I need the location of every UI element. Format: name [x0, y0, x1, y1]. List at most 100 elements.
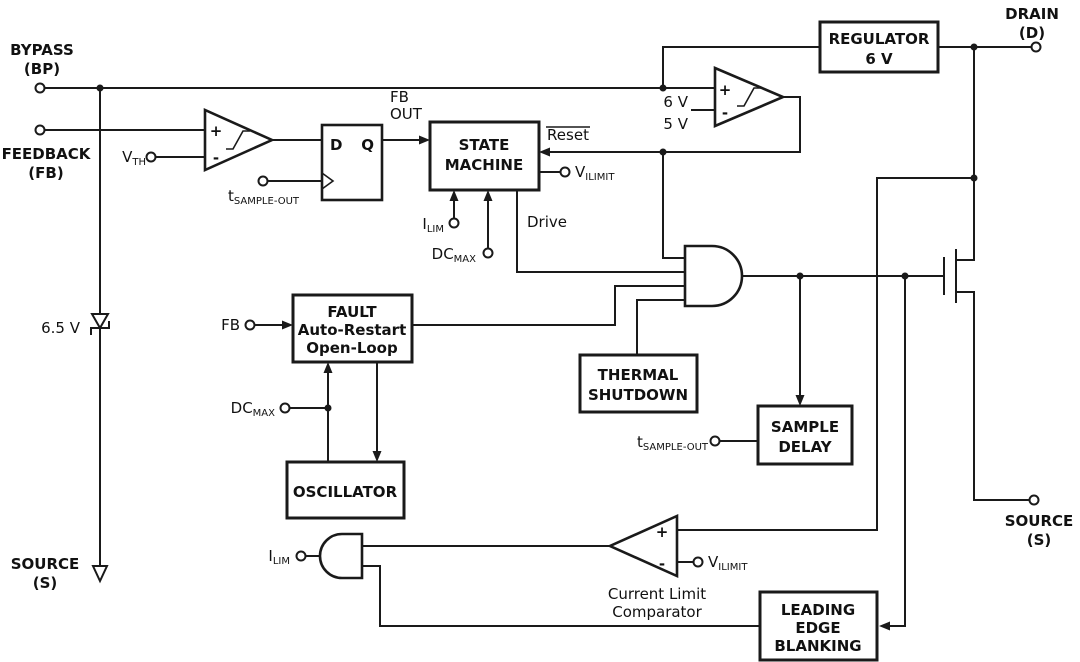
- fb-comp-minus: -: [213, 149, 219, 167]
- bypass-pin-label: (BP): [24, 60, 60, 78]
- dcmax-sub: MAX: [253, 408, 275, 419]
- clc-plus: +: [656, 523, 669, 541]
- vilimit-sub: ILIMIT: [585, 172, 615, 183]
- source-right-label: SOURCE: [1005, 512, 1074, 530]
- drain-label: DRAIN: [1005, 5, 1059, 23]
- dcmax-left-terminal: [279, 402, 291, 414]
- drain-pin-label: (D): [1019, 24, 1045, 42]
- feedback-terminal: [34, 124, 46, 136]
- dcmax-top-label: DCMAX: [432, 245, 477, 265]
- vilimit-top-label: VILIMIT: [575, 163, 615, 183]
- tsample-out-terminal: [709, 435, 721, 447]
- wire-leb-out-to-and: [361, 565, 761, 627]
- regulator-block: [818, 20, 940, 74]
- junction-dot: [796, 272, 804, 280]
- sample-delay-title-2: DELAY: [778, 438, 832, 456]
- wire-fault-to-and: [411, 285, 686, 326]
- fault-title-3: Open-Loop: [306, 339, 398, 357]
- feedback-pin-label: (FB): [28, 164, 63, 182]
- bypass-terminal: [34, 82, 46, 94]
- ilim-sm-terminal: [448, 217, 460, 229]
- thermal-shutdown-block: [578, 353, 699, 414]
- clock-wedge-icon: [321, 172, 335, 190]
- regulator-voltage: 6 V: [865, 50, 893, 68]
- source-right-pin-label: (S): [1027, 531, 1052, 549]
- dff-q-label: Q: [361, 136, 374, 154]
- fb-fault-label: FB: [221, 316, 240, 334]
- zener-diode-icon: [90, 313, 110, 331]
- arrow-reset: [539, 147, 550, 157]
- junction-dot: [96, 84, 104, 92]
- arrow-leb: [879, 621, 890, 631]
- oscillator-title: OSCILLATOR: [293, 483, 398, 501]
- fault-title-2: Auto-Restart: [298, 321, 407, 339]
- tsample-bottom-label: tSAMPLE-OUT: [637, 433, 709, 453]
- vilimit-base: V: [575, 163, 586, 181]
- tsample-base: t: [228, 187, 234, 205]
- fault-block: [291, 293, 414, 364]
- wire-drive-to-leb: [889, 275, 906, 627]
- reset-label: Reset: [547, 126, 589, 144]
- junction-dot: [659, 84, 667, 92]
- ilim-top-label: ILIM: [422, 215, 444, 235]
- vilimit-out-terminal: [559, 166, 571, 178]
- tsample-top-label: tSAMPLE-OUT: [228, 187, 300, 207]
- ilim-gate-terminal: [295, 550, 307, 562]
- source-arrow-icon: [91, 565, 109, 584]
- wire-regulator-to-bypass: [662, 46, 821, 89]
- ilim-bottom-label: ILIM: [268, 547, 290, 567]
- vilimit-sub: ILIMIT: [718, 562, 748, 573]
- state-machine-block: [428, 120, 541, 192]
- wire-drain-sense: [676, 177, 975, 531]
- arrow-fb-out: [419, 135, 430, 145]
- drive-label: Drive: [527, 213, 567, 231]
- wire-reset-branch-to-and: [662, 151, 686, 259]
- dcmax-base: DC: [432, 245, 454, 263]
- bp-comp-plus: +: [719, 81, 732, 99]
- vilimit-bottom-label: VILIMIT: [708, 553, 748, 573]
- ilim-sub: LIM: [427, 224, 444, 235]
- ilim-base: I: [268, 547, 272, 565]
- ilim-base: I: [422, 215, 426, 233]
- dff-d-label: D: [330, 136, 342, 154]
- fb-out-label-2: OUT: [390, 105, 423, 123]
- wires: [43, 46, 1032, 627]
- terminal-circles: [34, 41, 1042, 568]
- vth-terminal: [145, 151, 157, 163]
- clc-caption-1: Current Limit: [608, 585, 706, 603]
- thermal-title-2: SHUTDOWN: [588, 386, 688, 404]
- arrow-ilim: [449, 190, 459, 201]
- clc-minus: -: [659, 555, 665, 573]
- junction-dot: [970, 43, 978, 51]
- ilim-sub: LIM: [273, 556, 290, 567]
- fb-out-label-1: FB: [390, 88, 409, 106]
- bypass-label: BYPASS: [10, 41, 74, 59]
- vth-base: V: [122, 148, 133, 166]
- vth-sub: TH: [131, 157, 146, 168]
- leb-title-3: BLANKING: [774, 637, 861, 655]
- fb-fault-terminal: [244, 319, 256, 331]
- regulator-title: REGULATOR: [829, 30, 930, 48]
- mosfet: [943, 249, 957, 303]
- d-flip-flop: [320, 123, 384, 202]
- arrowheads: [282, 135, 890, 631]
- tsample-sub: SAMPLE-OUT: [234, 196, 300, 207]
- vth-label: VTH: [122, 148, 146, 168]
- tsample-sub: SAMPLE-OUT: [643, 442, 709, 453]
- arrow-osc-fault: [323, 362, 333, 373]
- wire-mosfet-leads: [955, 46, 975, 501]
- source-bottom-pin-label: (S): [33, 574, 58, 592]
- dcmax-sub: MAX: [454, 254, 476, 265]
- drain-terminal: [1030, 41, 1042, 53]
- feedback-label: FEEDBACK: [2, 145, 92, 163]
- sample-delay-block: [756, 404, 854, 466]
- hysteresis-icon: [226, 130, 250, 150]
- wire-drive: [516, 189, 686, 273]
- thermal-title-1: THERMAL: [598, 366, 679, 384]
- junction-dot: [324, 404, 332, 412]
- junction-dot: [901, 272, 909, 280]
- fb-comp-plus: +: [210, 122, 223, 140]
- junction-dot: [659, 148, 667, 156]
- dcmax-base: DC: [231, 399, 253, 417]
